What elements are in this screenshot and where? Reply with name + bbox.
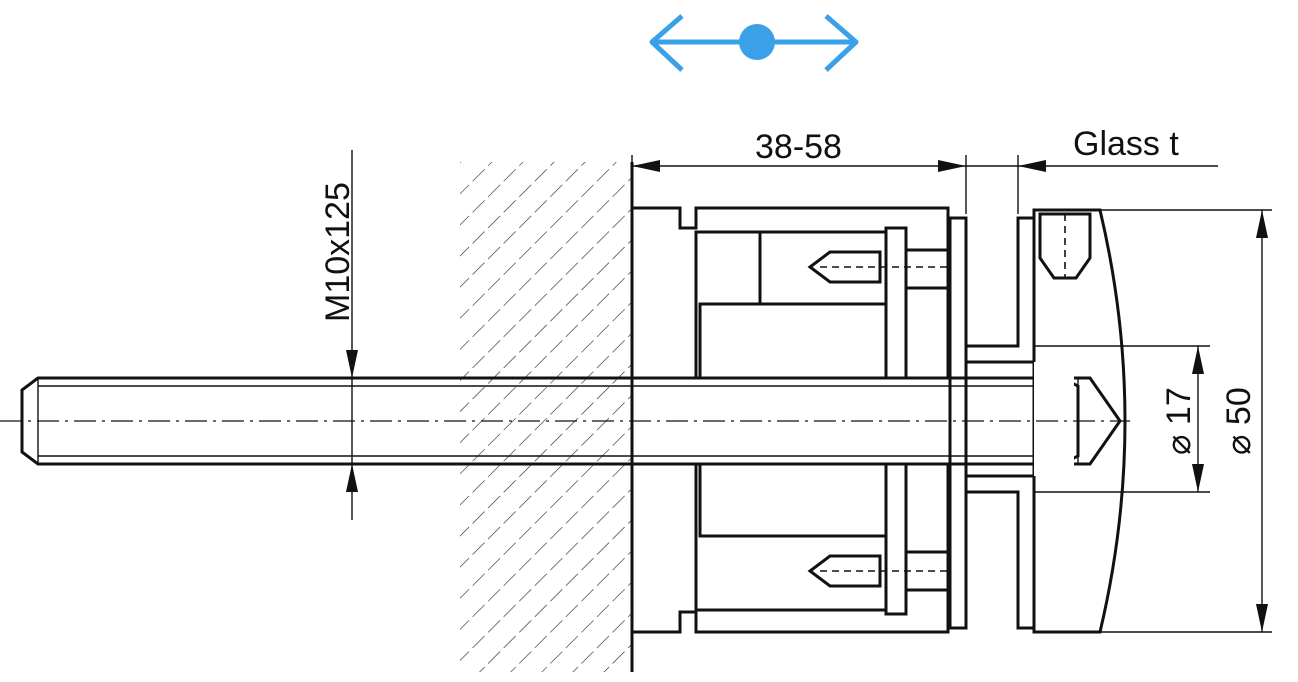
glass-thickness-label: Glass t: [1073, 125, 1179, 163]
inner-diameter-label: ⌀ 17: [1160, 387, 1198, 455]
gasket-inner: [948, 216, 1036, 630]
wall-flange-upper: [630, 206, 950, 380]
glass-thickness-dimension: Glass t: [966, 125, 1218, 214]
thread-label: M10x125: [319, 182, 357, 322]
thread-dimension: M10x125: [319, 150, 358, 520]
double-arrow-with-dot-icon: [649, 14, 859, 72]
length-label: 38-58: [755, 128, 842, 166]
outer-diameter-dimension: ⌀ 50: [1100, 209, 1272, 633]
length-dimension: 38-58: [631, 128, 967, 214]
wall-section: [460, 162, 634, 672]
wall-flange-lower: [630, 462, 950, 634]
inner-diameter-dimension: ⌀ 17: [1125, 345, 1210, 493]
outer-diameter-label: ⌀ 50: [1220, 387, 1258, 455]
outer-cap: [1032, 208, 1127, 634]
